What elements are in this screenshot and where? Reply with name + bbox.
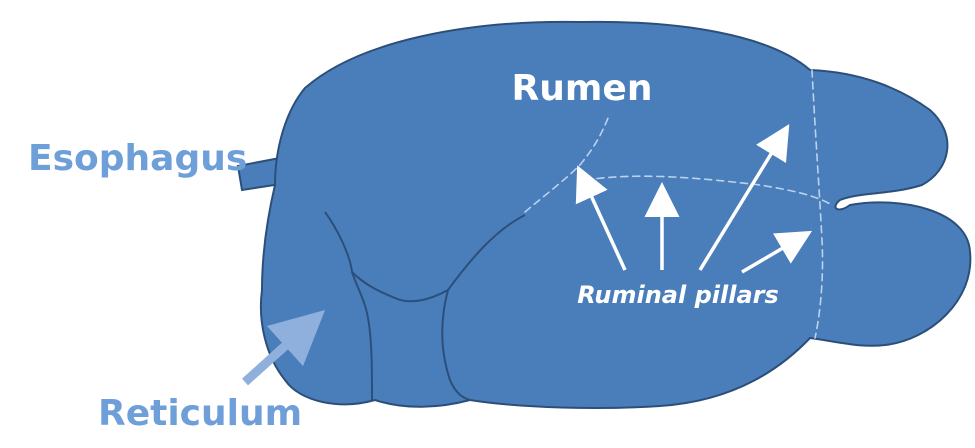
fold-lines (324, 211, 526, 401)
pillar-arrow-3 (698, 124, 790, 271)
pillar-mark-longitudinal (584, 175, 833, 206)
ruminal-pillars-label: Ruminal pillars (577, 281, 779, 309)
pillar-mark-vertical (811, 69, 824, 339)
reticulum-arrow (241, 309, 326, 386)
reticulum-lower-fold (351, 271, 449, 303)
esophagus-label: Esophagus (28, 138, 247, 179)
pillar-mark-diagonal (524, 117, 609, 213)
ruminal-pillar-marks (524, 69, 833, 339)
pillar-arrow-1 (575, 165, 627, 271)
pillar-arrows (575, 124, 813, 274)
rumen-label: Rumen (512, 68, 653, 109)
reticulum-fold (324, 211, 373, 401)
pillar-arrow-4 (741, 230, 813, 274)
rumen-sac-fold (447, 214, 526, 291)
reticulum-label: Reticulum (98, 393, 302, 434)
stomach-body (259, 20, 972, 409)
ventral-sac-fold (441, 289, 471, 401)
